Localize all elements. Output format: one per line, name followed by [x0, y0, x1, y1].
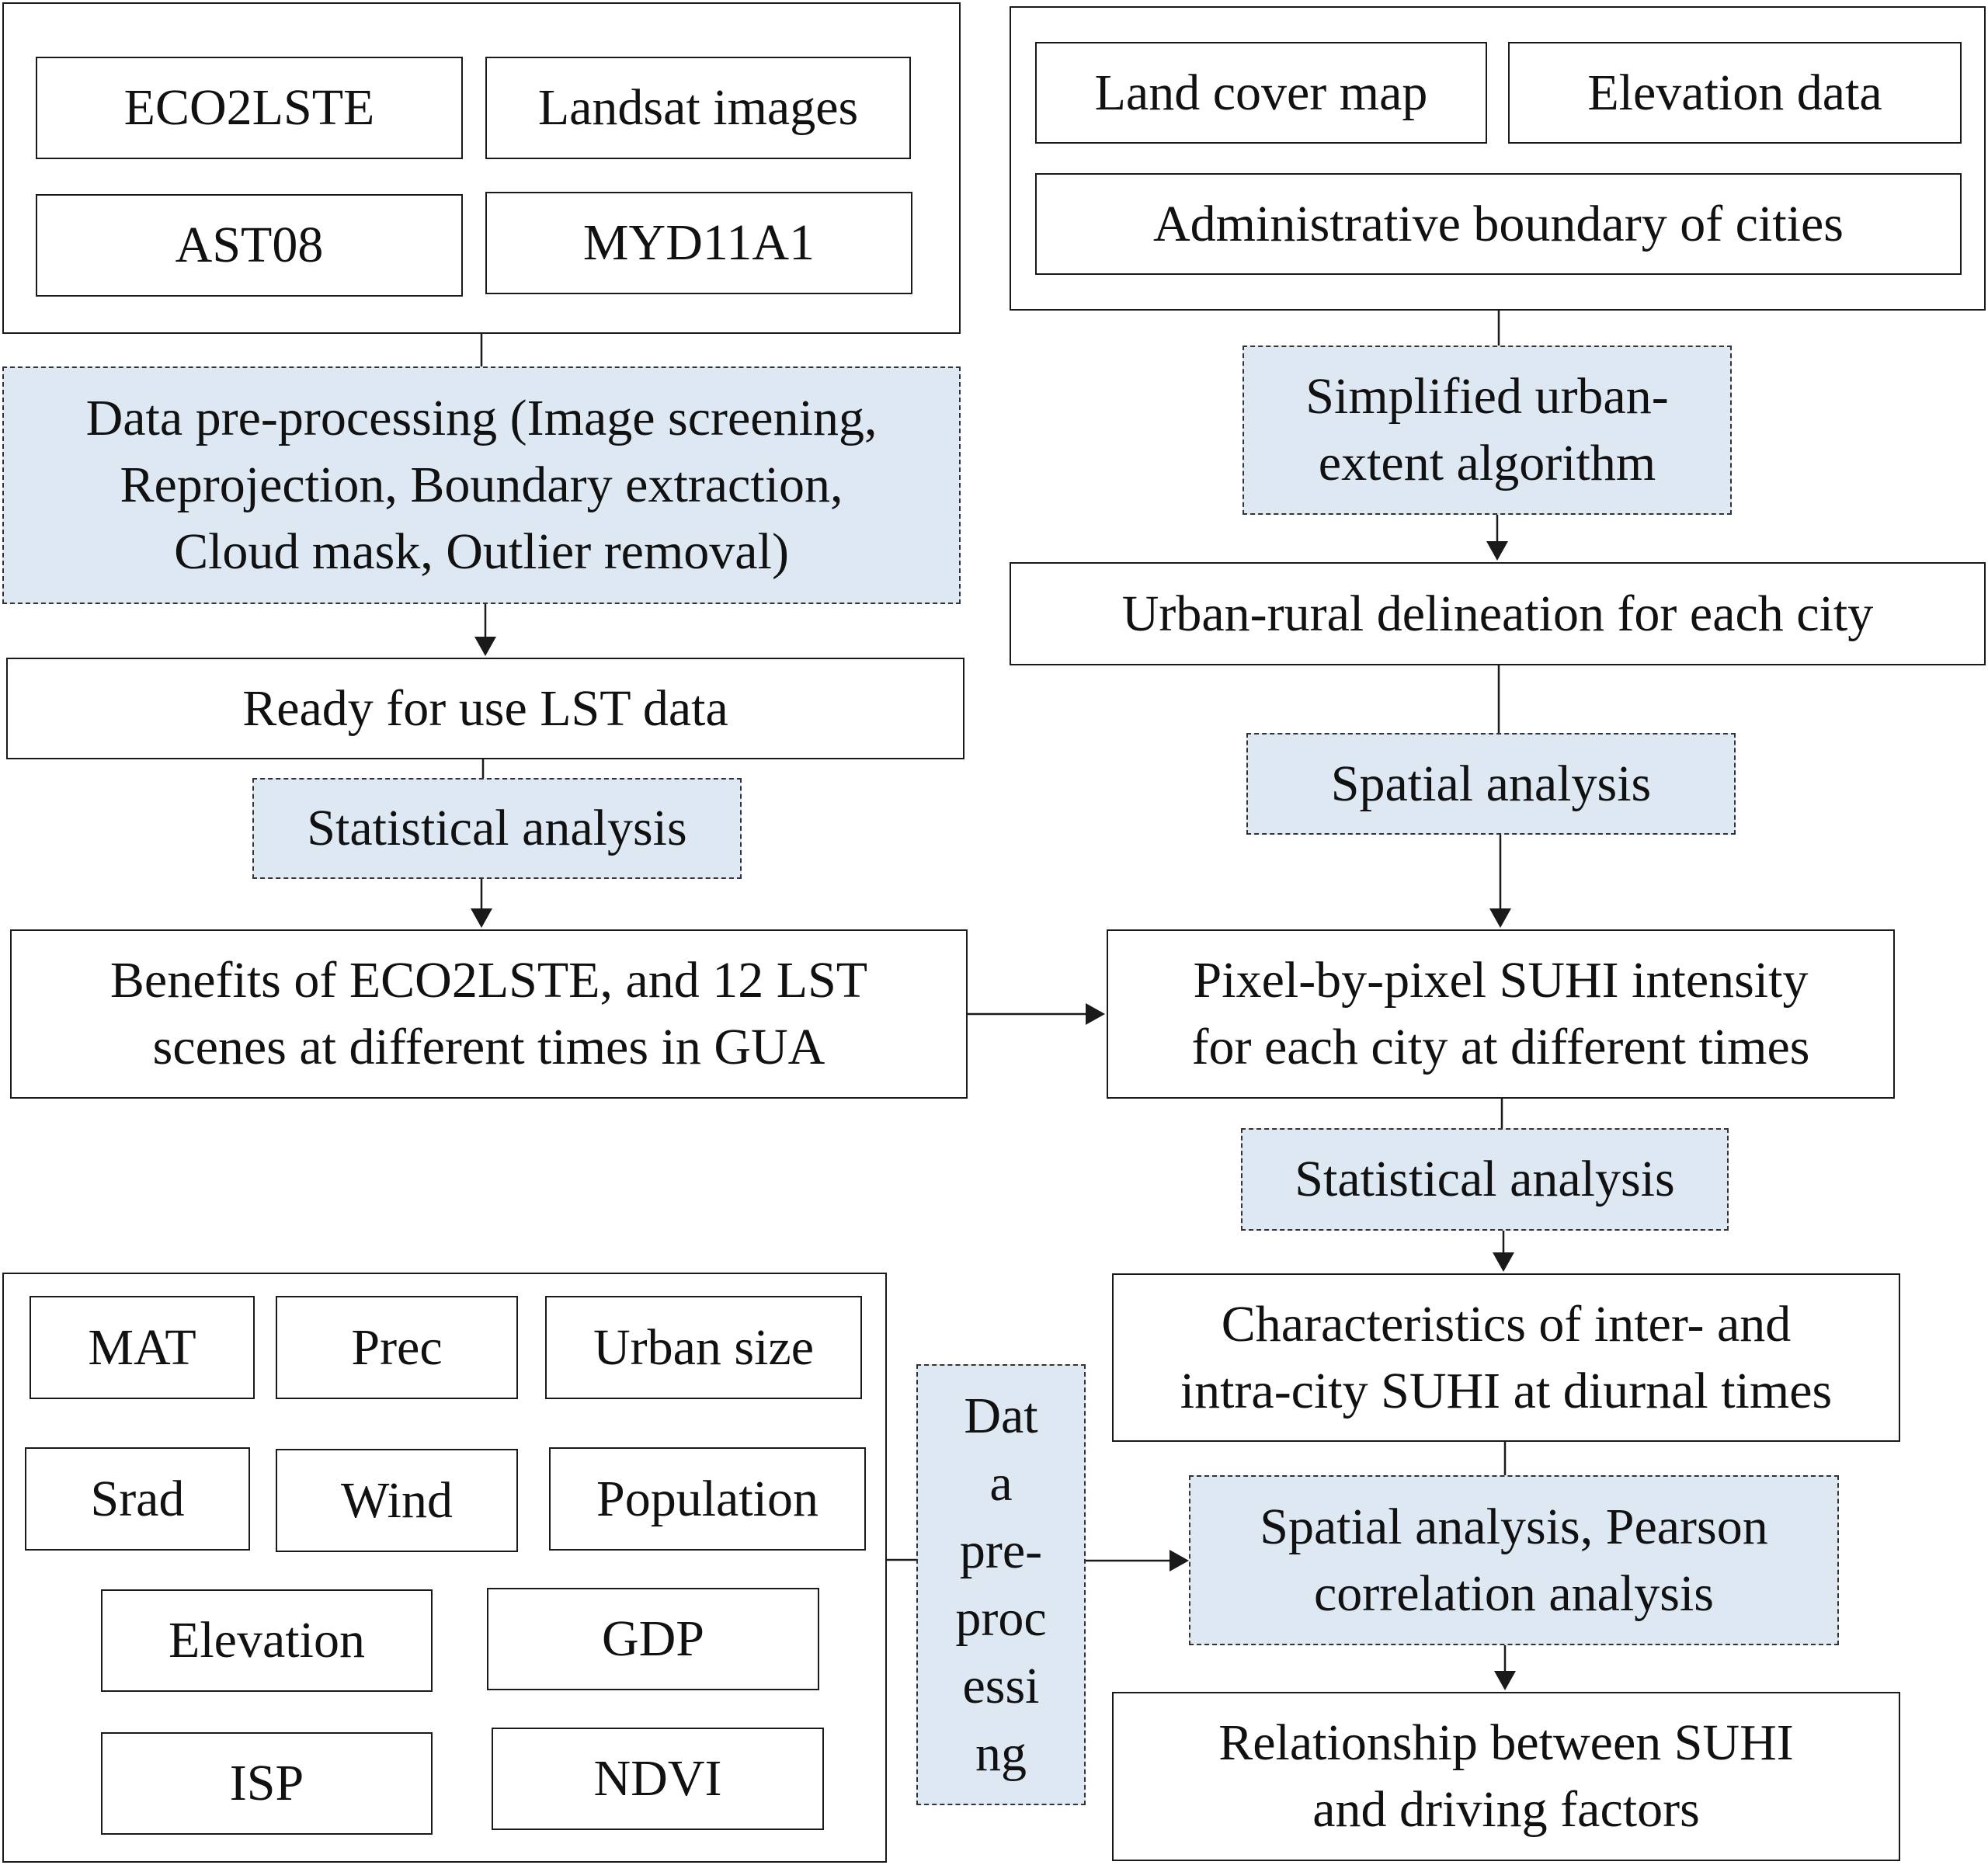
lst-sources-group: [2, 2, 961, 334]
source-elevation-data: Elevation data: [1508, 42, 1962, 144]
factor-isp: ISP: [101, 1732, 433, 1835]
ancillary-group: [1010, 6, 1986, 311]
driving-factors-group: [2, 1273, 887, 1863]
arrow-head-benefits: [471, 908, 492, 928]
source-myd11a1: MYD11A1: [485, 192, 912, 294]
source-landsat-images: Landsat images: [485, 57, 911, 159]
factor-gdp: GDP: [487, 1588, 819, 1690]
step-data-preprocessing: Data pre-processing (Image screening, Re…: [2, 366, 961, 604]
factor-mat: MAT: [30, 1296, 255, 1399]
step-spatial-analysis: Spatial analysis: [1246, 733, 1736, 835]
step-suhi-characteristics: Characteristics of inter- and intra-city…: [1112, 1273, 1900, 1442]
step-statistical-analysis-2: Statistical analysis: [1241, 1128, 1729, 1231]
step-statistical-analysis-1: Statistical analysis: [252, 778, 742, 879]
arrow-head-delineation: [1486, 541, 1508, 561]
arrow-head-characteristics: [1493, 1252, 1514, 1272]
source-land-cover-map: Land cover map: [1035, 42, 1487, 144]
step-relationship: Relationship between SUHI and driving fa…: [1112, 1692, 1900, 1861]
step-benefits: Benefits of ECO2LSTE, and 12 LST scenes …: [10, 929, 968, 1099]
step-pearson-correlation: Spatial analysis, Pearson correlation an…: [1189, 1475, 1839, 1645]
factor-prec: Prec: [276, 1296, 518, 1399]
step-urban-extent-algorithm: Simplified urban- extent algorithm: [1242, 346, 1732, 515]
factor-wind: Wind: [276, 1449, 518, 1552]
factor-srad: Srad: [25, 1447, 250, 1551]
factor-ndvi: NDVI: [492, 1728, 824, 1830]
source-administrative-boundary: Administrative boundary of cities: [1035, 173, 1962, 275]
step-ready-lst-data: Ready for use LST data: [6, 658, 964, 759]
step-factor-preprocessing: Dat a pre- proc essi ng: [916, 1364, 1086, 1805]
arrow-head-pixel-top: [1489, 908, 1511, 928]
factor-population: Population: [549, 1447, 866, 1551]
source-ast08: AST08: [36, 194, 463, 297]
factor-urban-size: Urban size: [545, 1296, 862, 1399]
factor-elevation: Elevation: [101, 1589, 433, 1692]
arrow-head-pixel: [1086, 1003, 1105, 1025]
source-eco2lste: ECO2LSTE: [36, 57, 463, 159]
step-pixel-suhi-intensity: Pixel-by-pixel SUHI intensity for each c…: [1107, 929, 1895, 1099]
arrow-head-relationship: [1494, 1671, 1516, 1690]
arrow-head-correlation: [1170, 1550, 1189, 1572]
step-urban-rural-delineation: Urban-rural delineation for each city: [1010, 562, 1986, 665]
arrow-head-ready: [474, 637, 496, 656]
